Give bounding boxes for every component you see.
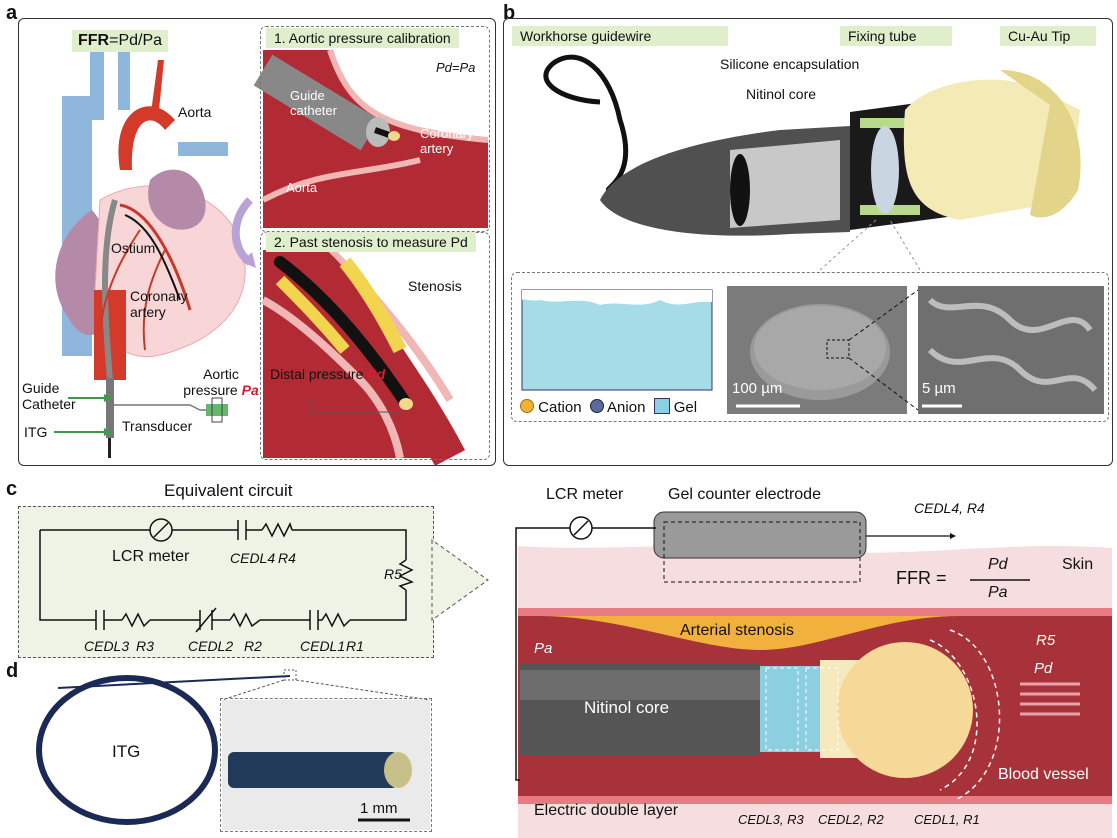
panel-b-sem-frame — [511, 272, 1109, 422]
silicone-label: Silicone encapsulation — [720, 56, 860, 72]
coronary-artery-label: Coronary artery — [130, 288, 188, 320]
inset-aortic-calibration — [253, 49, 489, 228]
scale-100um: 100 µm — [732, 380, 783, 397]
anion-icon — [589, 399, 604, 413]
itg-coil-label: ITG — [112, 742, 141, 761]
distal-pressure-label: Distal pressure Pd — [270, 366, 386, 382]
scale-5um: 5 µm — [922, 380, 956, 397]
pd-label: Pd — [1034, 660, 1053, 677]
r3-label: R3 — [136, 638, 154, 654]
stenosis-label: Stenosis — [408, 278, 462, 294]
edl-label: Electric double layer — [534, 802, 679, 819]
r5-label: R5 — [384, 566, 402, 582]
cedl2-label: CEDL2 — [188, 638, 234, 654]
aorta-inset-label: Aorta — [286, 180, 318, 195]
cedl2-r2-label: CEDL2, R2 — [818, 812, 884, 827]
gel-icon — [653, 398, 670, 414]
cedl4-label: CEDL4 — [230, 550, 276, 566]
guidewire-illustration — [543, 54, 1081, 236]
r1-label: R1 — [346, 638, 364, 654]
circuit-box — [18, 506, 434, 658]
cedl1-label: CEDL1 — [300, 638, 346, 654]
lcr-meter-label: LCR meter — [546, 486, 624, 503]
step1-label: 1. Aortic pressure calibration — [266, 28, 459, 48]
r2-label: R2 — [244, 638, 262, 654]
aorta-label: Aorta — [178, 104, 212, 120]
inset-stenosis — [261, 236, 488, 466]
transducer-label: Transducer — [122, 418, 193, 434]
cedl1-r1-label: CEDL1, R1 — [914, 812, 980, 827]
arterial-stenosis-label: Arterial stenosis — [680, 622, 794, 639]
r4-label: R4 — [278, 550, 296, 566]
heart-illustration — [55, 40, 246, 458]
gel-counter-label: Gel counter electrode — [668, 486, 821, 503]
cedl3-label: CEDL3 — [84, 638, 130, 654]
blood-vessel-label: Blood vessel — [998, 766, 1089, 783]
ffr-numerator: Pd — [988, 556, 1008, 573]
workhorse-label: Workhorse guidewire — [512, 26, 728, 46]
cation-icon — [520, 399, 534, 413]
nitinol-label: Nitinol core — [746, 86, 817, 102]
vessel-illustration — [518, 545, 1112, 838]
ostium-label: Ostium — [111, 240, 156, 256]
inset-1-frame — [260, 26, 490, 232]
cedl4-r4-label: CEDL4, R4 — [914, 500, 985, 516]
scale-1mm: 1 mm — [360, 800, 398, 817]
panel-b — [503, 18, 1113, 466]
skin-label: Skin — [1062, 556, 1094, 573]
aortic-pressure-label: Aortic pressure Pa — [183, 366, 259, 398]
panel-a-letter: a — [6, 2, 18, 24]
ffr-title: FFR=Pd/Pa — [72, 30, 169, 52]
fixing-tube-label: Fixing tube — [840, 26, 952, 46]
guide-catheter-label: Guide Catheter — [22, 380, 76, 412]
panel-d-letter: d — [6, 660, 19, 682]
cedl3-r3-label: CEDL3, R3 — [738, 812, 804, 827]
ffr-denominator: Pa — [988, 584, 1008, 601]
pd-eq-pa: Pd=Pa — [436, 60, 476, 75]
panel-d-inset-frame — [220, 698, 432, 832]
cu-au-tip-label: Cu-Au Tip — [1000, 26, 1096, 46]
panel-c-letter: c — [6, 478, 18, 500]
itg-label: ITG — [24, 424, 48, 440]
ffr-big-label: FFR = — [896, 568, 947, 588]
step2-label: 2. Past stenosis to measure Pd — [266, 232, 476, 252]
panel-a — [18, 18, 496, 466]
r5-vessel-label: R5 — [1036, 632, 1056, 649]
coronary-artery-inset-label: Coronary artery — [420, 126, 474, 156]
gel-legend: Cation Anion Gel — [520, 398, 697, 416]
pa-label: Pa — [534, 640, 553, 657]
nitinol-core-label: Nitinol core — [584, 698, 670, 717]
equivalent-circuit-title: Equivalent circuit — [164, 481, 293, 500]
circuit-lcr-label: LCR meter — [112, 548, 190, 565]
guide-catheter-inset-label: Guide catheter — [290, 88, 337, 118]
